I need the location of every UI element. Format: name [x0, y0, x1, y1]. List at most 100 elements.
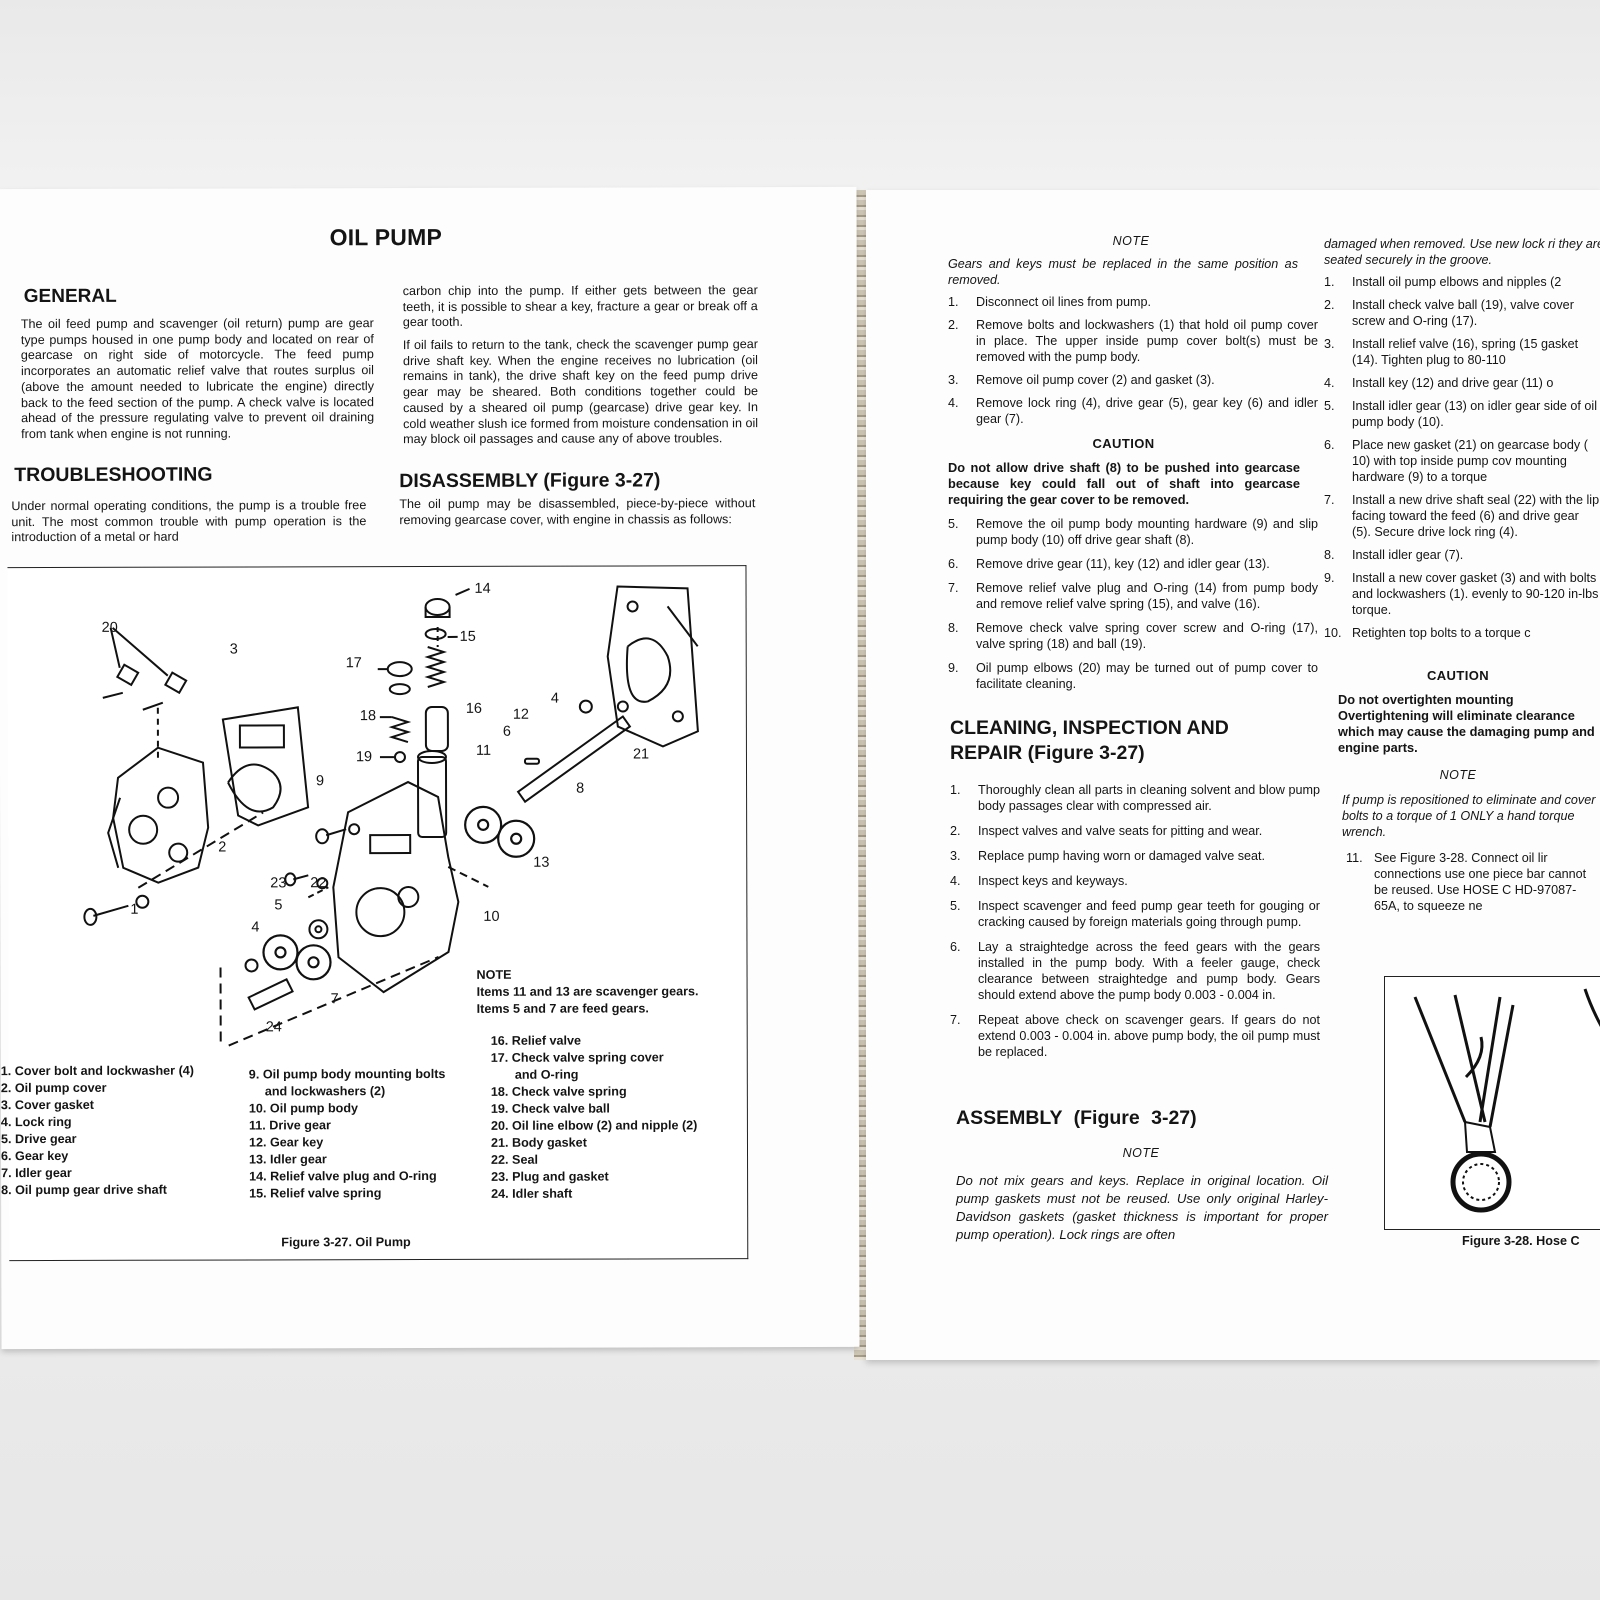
cleaning-heading-line-2: REPAIR (Figure 3-27): [950, 742, 1145, 764]
list-item: 8.Install idler gear (7).: [1324, 548, 1464, 562]
list-item: 10.Retighten top bolts to a torque c: [1324, 626, 1531, 640]
legend-item: 2. Oil pump cover: [0, 1080, 107, 1096]
note-1-text: Gears and keys must be replaced in the s…: [948, 257, 1298, 287]
legend-item: 9. Oil pump body mounting bolts: [248, 1066, 446, 1082]
note-2-text: Do not mix gears and keys. Replace in or…: [956, 1173, 1328, 1242]
legend-item: 24. Idler shaft: [491, 1186, 573, 1201]
list-item: 3.Replace pump having worn or damaged va…: [950, 849, 1266, 863]
general-heading: GENERAL: [23, 285, 117, 308]
legend-item: and O-ring: [514, 1067, 579, 1082]
legend-item: 23. Plug and gasket: [491, 1169, 609, 1184]
disassembly-steps-b: 5.Remove the oil pump body mounting hard…: [948, 516, 1318, 692]
part-label-18: 18: [359, 708, 377, 725]
list-item: 4.Remove lock ring (4), drive gear (5), …: [948, 396, 1318, 426]
list-item: 3.Remove oil pump cover (2) and gasket (…: [948, 373, 1215, 387]
part-label-10: 10: [483, 908, 500, 925]
part-label-21: 21: [632, 746, 650, 763]
list-item: 6.Remove drive gear (11), key (12) and i…: [948, 557, 1270, 571]
part-label-14: 14: [474, 580, 491, 597]
cleaning-heading-line-1: CLEANING, INSPECTION AND: [950, 717, 1229, 739]
legend-column-1: 1. Cover bolt and lockwasher (4) 2. Oil …: [1, 1063, 195, 1200]
part-label-2: 2: [218, 839, 227, 856]
part-label-22: 22: [310, 875, 327, 892]
part-label-16: 16: [465, 700, 483, 717]
legend-item: 16. Relief valve: [490, 1033, 582, 1048]
troubleshooting-text: Under normal operating conditions, the p…: [11, 498, 367, 545]
part-label-9: 9: [316, 773, 325, 790]
disassembly-heading: DISASSEMBLY (Figure 3-27): [399, 469, 661, 493]
figure-3-28: [1384, 976, 1600, 1230]
legend-item: 7. Idler gear: [1, 1165, 72, 1181]
list-item: 8.Remove check valve spring cover screw …: [948, 621, 1318, 651]
part-label-8: 8: [576, 780, 585, 797]
part-label-4-bottom: 4: [251, 919, 260, 936]
list-item: 9.Install a new cover gasket (3) and wit…: [1324, 571, 1599, 617]
list-item: 2.Inspect valves and valve seats for pit…: [950, 824, 1263, 838]
cleaning-steps: 1.Thoroughly clean all parts in cleaning…: [950, 782, 1320, 1060]
part-label-11: 11: [475, 742, 492, 759]
oil-pump-exploded-drawing: [83, 585, 699, 1047]
list-item: 4.Inspect keys and keyways.: [950, 874, 1128, 888]
part-label-15: 15: [459, 628, 476, 645]
left-page: OIL PUMP GENERAL The oil feed pump and s…: [0, 186, 860, 1350]
part-label-19: 19: [355, 749, 373, 766]
assembly-steps: 1.Install oil pump elbows and nipples (2…: [1324, 274, 1600, 641]
list-item: 5.Remove the oil pump body mounting hard…: [948, 517, 1318, 547]
note-2-label: NOTE: [1122, 1146, 1160, 1160]
note-1-label: NOTE: [1112, 234, 1150, 248]
part-label-1: 1: [130, 901, 139, 918]
list-item: 6.Place new gasket (21) on gearcase body…: [1324, 438, 1588, 484]
figure-caption: Figure 3-27. Oil Pump: [281, 1235, 411, 1250]
part-label-5: 5: [274, 897, 283, 914]
cleaning-heading: CLEANING, INSPECTION AND REPAIR (Figure …: [950, 716, 1229, 766]
legend-item: 20. Oil line elbow (2) and nipple (2): [490, 1118, 698, 1133]
right-page: NOTE Gears and keys must be replaced in …: [866, 190, 1600, 1360]
list-item: 1.Thoroughly clean all parts in cleaning…: [950, 783, 1320, 813]
list-item: 4.Install key (12) and drive gear (11) o: [1324, 376, 1554, 390]
figure-3-27: 20 3 17 14 15 16 18 19 12 6 4 11 21 8 9 …: [1, 565, 749, 1262]
list-item: 5.Install idler gear (13) on idler gear …: [1324, 399, 1598, 429]
list-item: 7.Repeat above check on scavenger gears.…: [950, 1013, 1320, 1059]
part-label-24: 24: [265, 1019, 282, 1036]
col2-top-note: damaged when removed. Use new lock ri th…: [1324, 237, 1600, 267]
page-title: OIL PUMP: [329, 223, 443, 251]
part-label-12: 12: [512, 706, 530, 723]
list-item: 2.Remove bolts and lockwashers (1) that …: [948, 318, 1318, 364]
col2-paragraph-2: If oil fails to return to the tank, chec…: [402, 337, 759, 447]
part-label-4-top: 4: [550, 690, 559, 707]
disassembly-text: The oil pump may be disassembled, piece-…: [399, 496, 756, 527]
list-item: 9.Oil pump elbows (20) may be turned out…: [948, 661, 1318, 691]
legend-item: and lockwashers (2): [264, 1084, 386, 1099]
figure-note-line-1: Items 11 and 13 are scavenger gears.: [476, 984, 699, 999]
col2-paragraph-1: carbon chip into the pump. If either get…: [402, 283, 758, 330]
list-item: 7.Remove relief valve plug and O-ring (1…: [948, 581, 1318, 611]
assembly-heading: ASSEMBLY (Figure 3-27): [956, 1107, 1197, 1129]
figure-note: NOTE Items 11 and 13 are scavenger gears…: [477, 966, 699, 1018]
legend-item: 12. Gear key: [248, 1135, 324, 1150]
part-label-7: 7: [330, 991, 339, 1008]
legend-item: 8. Oil pump gear drive shaft: [1, 1182, 167, 1198]
list-item: 1.Disconnect oil lines from pump.: [948, 295, 1151, 309]
caution-1-text: Do not allow drive shaft (8) to be pushe…: [948, 460, 1300, 507]
legend-item: 21. Body gasket: [490, 1135, 587, 1150]
list-item: 5.Inspect scavenger and feed pump gear t…: [950, 899, 1320, 929]
legend-item: 19. Check valve ball: [490, 1101, 610, 1116]
assembly-step-11: 11.See Figure 3-28. Connect oil lir conn…: [1346, 850, 1600, 914]
legend-item: 1. Cover bolt and lockwasher (4): [0, 1063, 194, 1079]
legend-item: 17. Check valve spring cover: [490, 1050, 664, 1065]
list-item: 1.Install oil pump elbows and nipples (2: [1324, 275, 1562, 289]
part-label-20: 20: [101, 619, 118, 636]
legend-item: 4. Lock ring: [0, 1114, 72, 1130]
legend-item: 11. Drive gear: [248, 1118, 331, 1133]
disassembly-steps-a: 1.Disconnect oil lines from pump. 2.Remo…: [948, 294, 1318, 427]
legend-column-3: 16. Relief valve 17. Check valve spring …: [491, 1032, 698, 1203]
caution-2-text: Do not overtighten mounting Overtighteni…: [1338, 692, 1595, 755]
list-item: 6.Lay a straightedge across the feed gea…: [950, 940, 1320, 1002]
legend-item: 10. Oil pump body: [248, 1101, 359, 1116]
figure-note-label: NOTE: [476, 967, 512, 982]
legend-item: 6. Gear key: [0, 1148, 69, 1164]
legend-item: 3. Cover gasket: [0, 1097, 95, 1113]
legend-item: 18. Check valve spring: [490, 1084, 627, 1099]
legend-item: 13. Idler gear: [249, 1152, 327, 1167]
list-item: 3.Install relief valve (16), spring (15 …: [1324, 337, 1579, 367]
